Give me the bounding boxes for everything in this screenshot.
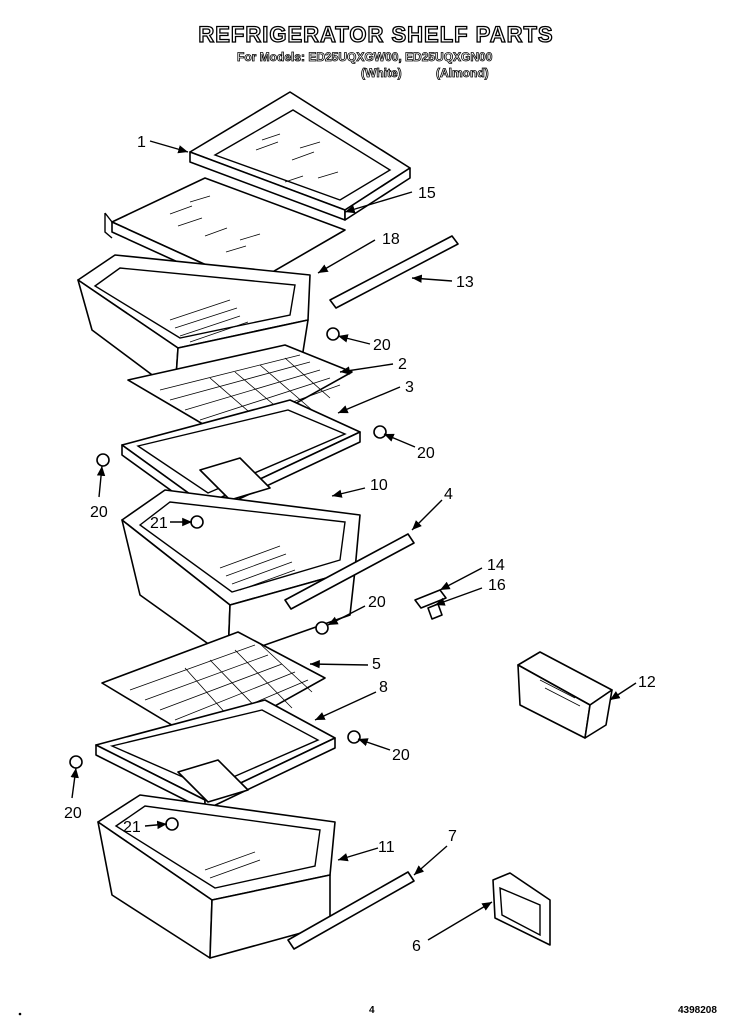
part-14-16-clip: [414, 589, 447, 620]
callout-16: 16: [488, 577, 506, 594]
callout-1: 1: [137, 134, 146, 151]
doc-number: 4398208: [678, 1005, 717, 1016]
callout-13: 13: [456, 274, 474, 291]
models-line: For Models: ED25UQXGW00, ED25UQXGN00: [237, 50, 493, 65]
callout-21b: 21: [123, 819, 141, 836]
callout-20f: 20: [64, 805, 82, 822]
callout-labels: 1 15 18 13 20 2 3 20 20 10 4 21 14 16 20…: [64, 134, 656, 955]
callout-7: 7: [448, 828, 457, 845]
callout-20e: 20: [392, 747, 410, 764]
callout-20b: 20: [417, 445, 435, 462]
dot-mark: [18, 1012, 22, 1016]
callout-20c: 20: [90, 504, 108, 521]
part-7-trim: [287, 871, 415, 950]
callout-6: 6: [412, 938, 421, 955]
callout-5: 5: [372, 656, 381, 673]
callout-20d: 20: [368, 594, 386, 611]
callout-21a: 21: [150, 515, 168, 532]
callout-12: 12: [638, 674, 656, 691]
callout-18: 18: [382, 231, 400, 248]
part-12-bin: [517, 651, 613, 739]
part-4-trim: [284, 533, 415, 610]
part-2-glass-panel: [127, 344, 353, 441]
callout-10: 10: [370, 477, 388, 494]
callout-8: 8: [379, 679, 388, 696]
part-6-bracket: [492, 872, 551, 946]
color-white-label: (White): [361, 66, 402, 81]
leader-lines: [70, 140, 637, 941]
part-13-trim: [329, 235, 459, 309]
page-number: 4: [369, 1005, 375, 1016]
callout-14: 14: [487, 557, 505, 574]
color-almond-label: (Almond): [436, 66, 489, 81]
callout-11: 11: [378, 839, 395, 856]
part-8-shelf-frame: [95, 699, 336, 811]
callout-20a: 20: [373, 337, 391, 354]
callout-4: 4: [444, 486, 453, 503]
callout-15: 15: [418, 185, 436, 202]
page-title: REFRIGERATOR SHELF PARTS: [198, 21, 554, 47]
callout-2: 2: [398, 356, 407, 373]
callout-3: 3: [405, 379, 414, 396]
